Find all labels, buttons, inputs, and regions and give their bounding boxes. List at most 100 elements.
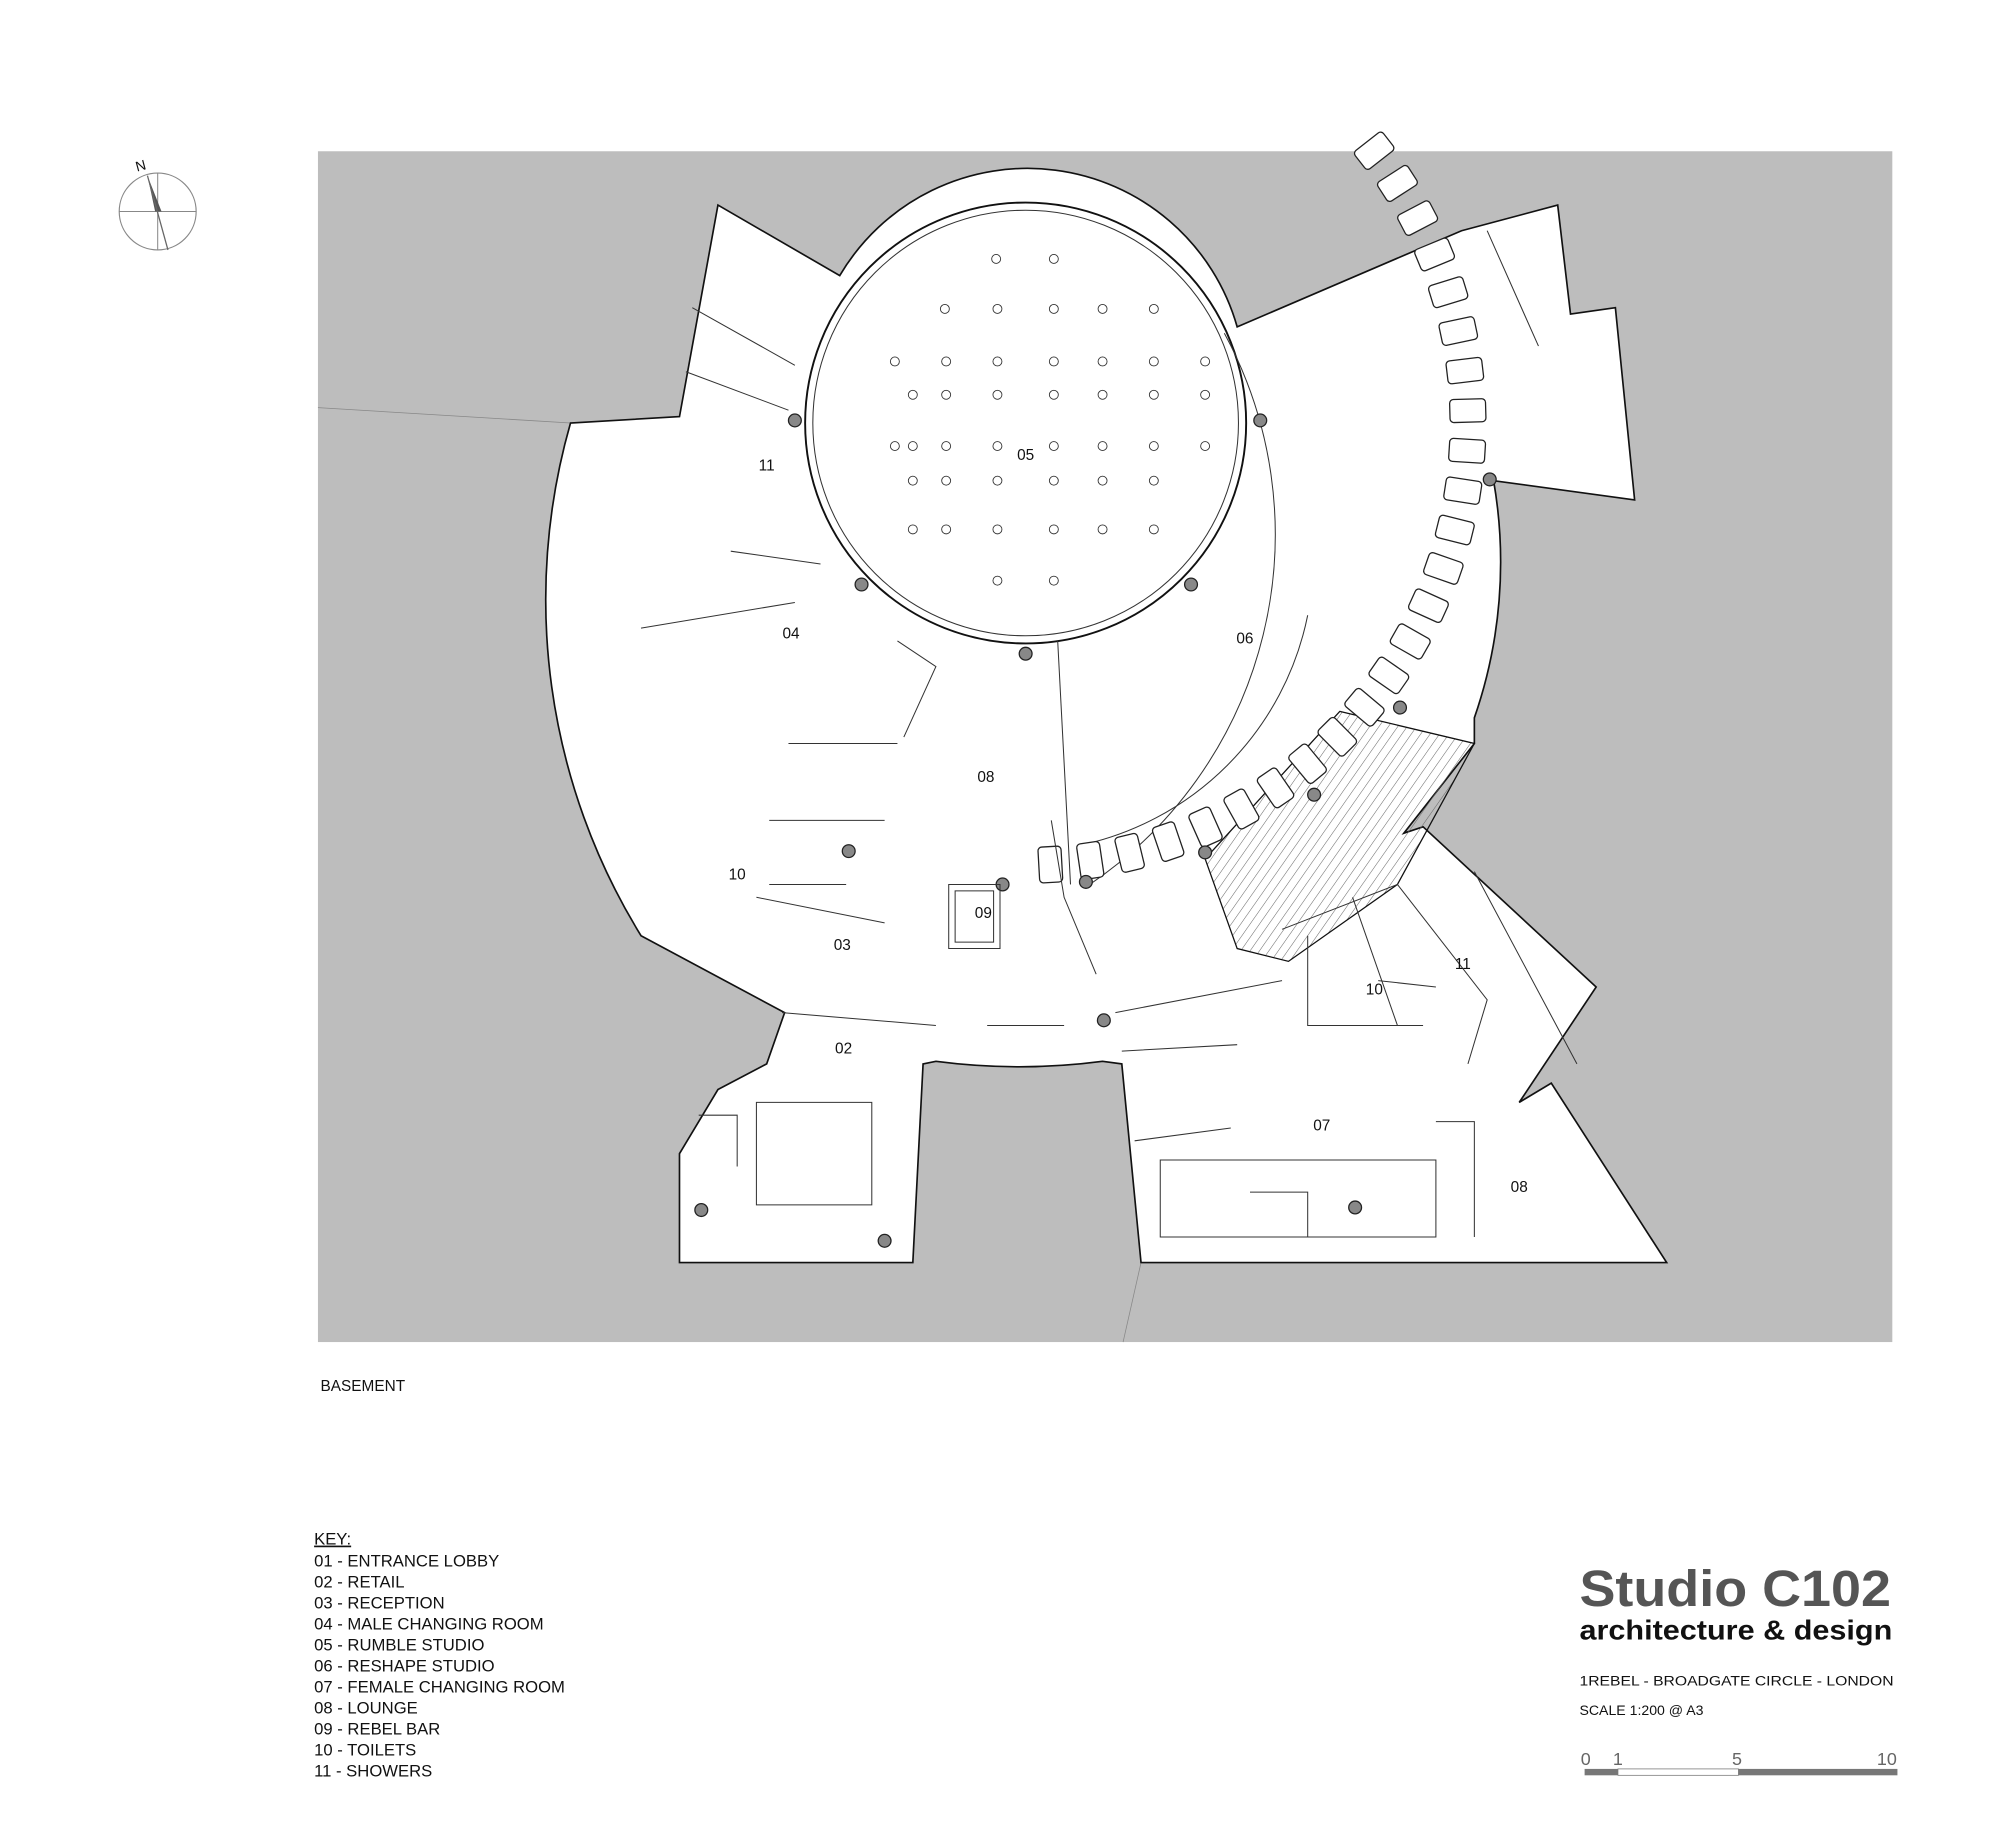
bench-icon [1376, 164, 1418, 203]
room-label-08-east: 08 [1511, 1179, 1528, 1196]
room-label-06: 06 [1236, 630, 1253, 647]
north-arrow-icon: N [118, 156, 197, 251]
bench-icon [1317, 716, 1358, 757]
key-item: 09 - REBEL BAR [314, 1720, 440, 1739]
bench-icon [1438, 316, 1479, 346]
key-item: 07 - FEMALE CHANGING ROOM [314, 1678, 565, 1697]
bike-position-icon [992, 441, 1003, 452]
studio-logo-tagline: architecture & design [1579, 1613, 1892, 1645]
room-label-07: 07 [1313, 1118, 1330, 1135]
column-icon [1198, 845, 1213, 860]
room-label-10-west: 10 [729, 866, 746, 883]
rumble-studio-wall [804, 201, 1248, 645]
bike-position-icon [941, 441, 952, 452]
bike-position-icon [1148, 389, 1159, 400]
column-icon [1392, 700, 1408, 715]
bench-icon [1448, 437, 1487, 464]
bike-position-icon [1200, 389, 1211, 400]
key-item: 05 - RUMBLE STUDIO [314, 1635, 484, 1654]
structural-columns [694, 413, 1497, 1248]
bench-icon [1114, 832, 1145, 873]
bike-position-icon [992, 524, 1003, 535]
key-item: 11 - SHOWERS [314, 1762, 432, 1781]
column-icon [841, 844, 856, 859]
scale-bar: 0 1 5 10 [1581, 1749, 1898, 1776]
key-item: 10 - TOILETS [314, 1741, 416, 1760]
column-icon [1348, 1200, 1363, 1215]
bench-icon [1414, 237, 1456, 272]
bike-position-icon [1097, 356, 1108, 367]
title-block: Studio C102 architecture & design 1REBEL… [1579, 1560, 1898, 1776]
bench-icon [1445, 356, 1485, 385]
reshape-benches [1037, 131, 1487, 884]
key-item: 02 - RETAIL [314, 1572, 404, 1591]
bike-position-icon [1048, 475, 1059, 486]
room-label-10-east: 10 [1366, 982, 1383, 999]
key-item: 04 - MALE CHANGING ROOM [314, 1614, 544, 1633]
bike-position-icon [1148, 441, 1159, 452]
column-icon [1253, 413, 1268, 428]
studio-bike-positions [889, 253, 1211, 586]
bike-position-icon [1148, 475, 1159, 486]
bike-position-icon [1048, 253, 1059, 264]
bike-position-icon [941, 389, 952, 400]
room-label-11-west: 11 [759, 457, 775, 474]
drawing-title: BASEMENT [321, 1378, 406, 1395]
room-label-08-central: 08 [977, 769, 994, 786]
scale-tick-1: 1 [1613, 1749, 1623, 1769]
bike-position-icon [939, 303, 950, 314]
bike-position-icon [907, 389, 918, 400]
room-label-04: 04 [782, 625, 800, 642]
bench-icon [1448, 398, 1487, 424]
bike-position-icon [992, 475, 1003, 486]
bench-icon [1353, 131, 1395, 170]
bike-position-icon [907, 524, 918, 535]
column-icon [854, 577, 869, 592]
bench-icon [1427, 276, 1469, 309]
bike-position-icon [1200, 356, 1211, 367]
bike-position-icon [1048, 356, 1059, 367]
drawing-scale: SCALE 1:200 @ A3 [1579, 1702, 1703, 1718]
bike-position-icon [941, 475, 952, 486]
north-label: N [134, 156, 148, 174]
bike-position-icon [1048, 524, 1059, 535]
room-label-03: 03 [834, 937, 851, 954]
bike-position-icon [889, 356, 900, 367]
bike-position-icon [1148, 356, 1159, 367]
key-item: 06 - RESHAPE STUDIO [314, 1656, 495, 1675]
bench-icon [1151, 821, 1185, 862]
key-item: 01 - ENTRANCE LOBBY [314, 1551, 499, 1570]
bench-icon [1076, 840, 1105, 881]
bike-position-icon [992, 389, 1003, 400]
project-name: 1REBEL - BROADGATE CIRCLE - LONDON [1579, 1673, 1893, 1689]
scale-tick-5: 5 [1732, 1749, 1742, 1769]
bench-icon [1434, 514, 1475, 546]
column-icon [694, 1202, 709, 1218]
column-icon [1018, 646, 1033, 661]
bike-position-icon [907, 475, 918, 486]
bike-position-icon [1097, 389, 1108, 400]
bike-position-icon [1200, 441, 1211, 452]
bike-position-icon [991, 253, 1002, 264]
bike-position-icon [1097, 475, 1108, 486]
bench-icon [1407, 588, 1449, 624]
key-item: 08 - LOUNGE [314, 1699, 418, 1718]
room-labels: 05 11 04 06 08 10 09 03 02 07 08 10 11 [729, 447, 1528, 1196]
room-label-05: 05 [1017, 447, 1034, 464]
bench-icon [1397, 200, 1439, 236]
column-icon [1183, 577, 1199, 592]
bench-icon [1188, 806, 1223, 848]
bench-icon [1288, 743, 1327, 784]
bike-position-icon [1048, 389, 1059, 400]
bike-position-icon [1097, 524, 1108, 535]
bike-position-icon [992, 303, 1003, 314]
column-icon [1307, 787, 1322, 802]
column-icon [1482, 472, 1497, 487]
bench-icon [1368, 656, 1410, 695]
bench-icon [1256, 767, 1295, 809]
scale-tick-0: 0 [1581, 1749, 1591, 1769]
column-icon [877, 1233, 892, 1248]
column-icon [1078, 874, 1093, 889]
